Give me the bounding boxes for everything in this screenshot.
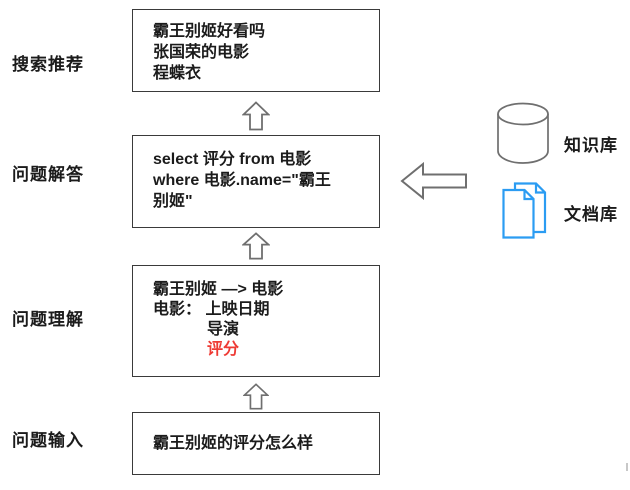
input-question-line: 霸王别姬的评分怎么样 xyxy=(153,435,314,452)
database-icon xyxy=(497,102,549,164)
stage-label-search-suggest: 搜索推荐 xyxy=(12,55,84,74)
understanding-line: 导演 xyxy=(207,321,240,338)
understanding-line: 电影： 上映日期 xyxy=(153,301,270,318)
understanding-line: 霸王别姬 —> 电影 xyxy=(153,281,284,298)
sql-line: 别姬" xyxy=(153,193,193,210)
knowledge-base-label: 知识库 xyxy=(564,136,618,155)
question-understanding-box: 霸王别姬 —> 电影 电影： 上映日期 导演 评分 xyxy=(132,265,380,377)
left-arrow-icon xyxy=(400,162,467,200)
up-arrow-icon xyxy=(242,101,270,131)
sql-line: where 电影.name="霸王 xyxy=(153,172,331,189)
screen-artifact xyxy=(626,463,628,471)
stage-label-question-answer: 问题解答 xyxy=(12,165,84,184)
question-input-box: 霸王别姬的评分怎么样 xyxy=(132,412,380,475)
sql-query-box: select 评分 from 电影 where 电影.name="霸王 别姬" xyxy=(132,135,380,228)
stage-label-question-input: 问题输入 xyxy=(12,431,84,450)
sql-line: select 评分 from 电影 xyxy=(153,151,312,168)
up-arrow-icon xyxy=(243,383,269,410)
suggestion-line: 张国荣的电影 xyxy=(153,44,250,61)
search-suggestions-box: 霸王别姬好看吗 张国荣的电影 程蝶衣 xyxy=(132,9,380,92)
stage-label-question-understand: 问题理解 xyxy=(12,310,84,329)
suggestion-line: 程蝶衣 xyxy=(153,65,202,82)
document-store-label: 文档库 xyxy=(564,205,618,224)
up-arrow-icon xyxy=(242,232,270,260)
documents-icon xyxy=(502,182,547,239)
suggestion-line: 霸王别姬好看吗 xyxy=(153,23,266,40)
understanding-line-highlighted: 评分 xyxy=(207,341,240,358)
